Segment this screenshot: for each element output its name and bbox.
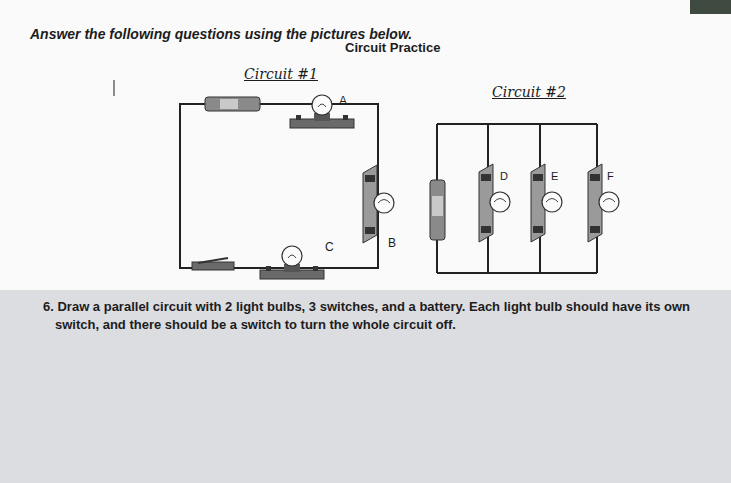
bulb-label: E	[551, 170, 558, 182]
worksheet-title: Circuit Practice	[345, 40, 440, 55]
circuit-heading: Circuit #1	[244, 66, 318, 82]
bulb-label: C	[325, 240, 334, 254]
bulb-label: D	[500, 170, 508, 182]
bulb-label: A	[339, 94, 347, 108]
bulb-label: F	[607, 170, 614, 182]
circuit-heading: Circuit #2	[492, 84, 566, 100]
instructions: Answer the following questions using the…	[30, 26, 412, 42]
bulb-label: B	[388, 236, 396, 250]
question-text: 6. Draw a parallel circuit with 2 light …	[43, 298, 720, 334]
